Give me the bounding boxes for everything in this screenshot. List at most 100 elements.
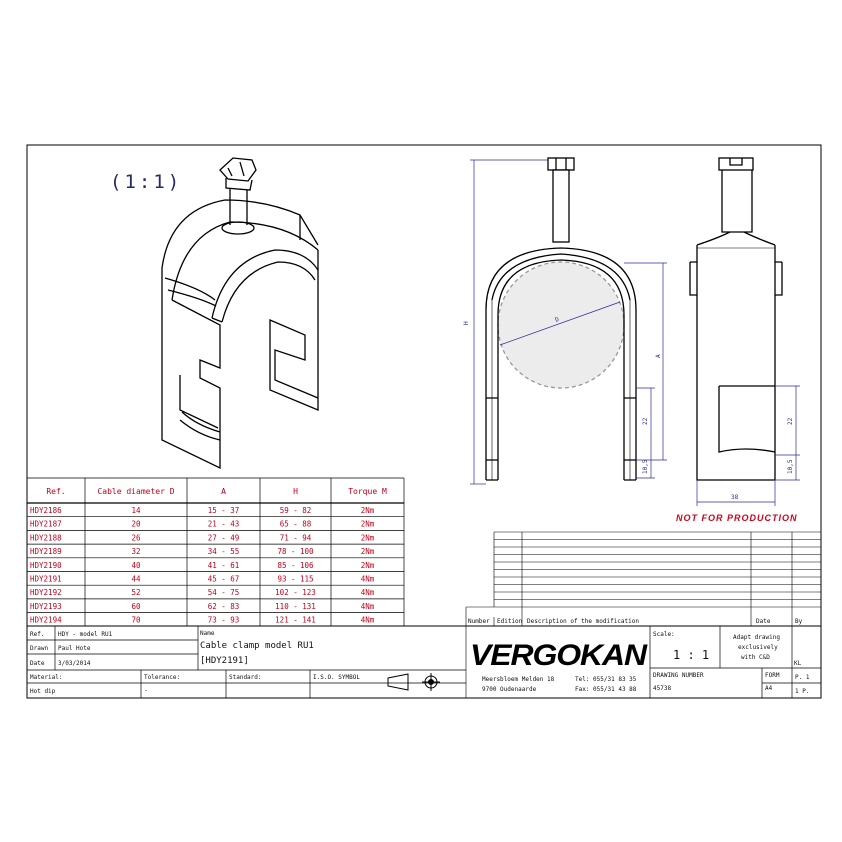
table-cell: HDY2193	[30, 602, 62, 611]
table-cell: 70	[131, 616, 141, 625]
address-line-2: 9700 Oudenaarde	[482, 686, 537, 693]
finish-value: Hot dip	[30, 688, 56, 695]
drawing-frame	[26, 144, 822, 699]
table-cell: HDY2187	[30, 520, 62, 529]
table-header-4: Torque M	[348, 487, 387, 496]
table-cell: 102 - 123	[275, 588, 316, 597]
table-header-2: A	[221, 487, 226, 496]
page-number: P. 1	[795, 674, 810, 681]
tolerance-label: Tolerance:	[144, 674, 180, 681]
table-cell: 2Nm	[361, 533, 375, 542]
isometric-view	[161, 157, 319, 470]
table-cell: 26	[131, 533, 141, 542]
table-cell: 73 - 93	[208, 616, 240, 625]
table-cell: HDY2194	[30, 616, 62, 625]
table-cell: HDY2191	[30, 575, 62, 584]
table-grid	[27, 477, 405, 626]
side-view	[689, 157, 783, 481]
table-cell: 2Nm	[361, 561, 375, 570]
phone-number: Tel: 055/31 83 35	[575, 676, 637, 683]
table-cell: 121 - 141	[275, 616, 316, 625]
rev-description-header: Description of the modification	[527, 618, 639, 625]
table-cell: 71 - 94	[280, 533, 312, 542]
side-dimensions	[696, 385, 800, 506]
ref-label: Ref.	[30, 631, 44, 638]
table-cell: 40	[131, 561, 141, 570]
table-cell: 2Nm	[361, 506, 375, 515]
revision-table	[465, 531, 821, 698]
table-cell: 2Nm	[361, 520, 375, 529]
dim-d-label: D	[554, 316, 560, 324]
table-cell: 93 - 115	[277, 575, 313, 584]
table-cell: 15 - 37	[208, 506, 240, 515]
table-cell: 34 - 55	[208, 547, 240, 556]
table-cell: 2Nm	[361, 547, 375, 556]
projection-symbol-icon	[387, 673, 440, 691]
date-label: Date	[30, 660, 45, 667]
dim-38-side: 38	[731, 494, 739, 501]
not-for-production-stamp: NOT FOR PRODUCTION	[676, 513, 798, 523]
date-value: 3/03/2014	[58, 660, 91, 667]
dim-22-front: 22	[642, 417, 649, 425]
rev-edition-header: Edition	[497, 618, 523, 625]
kl-label: KL	[794, 660, 802, 667]
rev-number-header: Number	[468, 618, 490, 625]
dimensions-table: Ref. Cable diameter D A H Torque M HDY2186 14…	[27, 477, 405, 626]
scale-label: Scale:	[653, 631, 675, 638]
table-cell: 27 - 49	[208, 533, 240, 542]
front-view	[485, 157, 637, 481]
table-cell: 62 - 83	[208, 602, 240, 611]
table-cell: 4Nm	[361, 602, 375, 611]
rev-by-header: By	[795, 618, 803, 625]
table-cell: 45 - 67	[208, 575, 240, 584]
table-header-0: Ref.	[46, 487, 65, 496]
ref-value: HDY - model RU1	[58, 631, 113, 638]
table-cell: 20	[131, 520, 141, 529]
form-label: FORM	[765, 672, 780, 679]
table-cell: 44	[131, 575, 141, 584]
table-cell: 21 - 43	[208, 520, 240, 529]
table-cell: 4Nm	[361, 588, 375, 597]
table-cell: 110 - 131	[275, 602, 316, 611]
rev-date-header: Date	[756, 618, 771, 625]
table-cell: HDY2190	[30, 561, 62, 570]
title-block	[27, 625, 821, 698]
table-cell: 78 - 100	[277, 547, 314, 556]
table-cell: 54 - 75	[208, 588, 240, 597]
table-cell: 32	[131, 547, 140, 556]
cable-circle	[497, 261, 625, 389]
table-cell: HDY2192	[30, 588, 62, 597]
drawing-number: 45738	[653, 685, 671, 692]
table-cell: 52	[131, 588, 140, 597]
table-cell: 59 - 82	[280, 506, 312, 515]
drawn-value: Paul Hote	[58, 645, 91, 652]
fax-number: Fax: 055/31 43 88	[575, 686, 637, 693]
front-dimensions	[470, 159, 667, 485]
table-cell: 85 - 106	[277, 561, 314, 570]
vergokan-logo: VERGOKAN	[470, 639, 648, 672]
page-total: 1 P.	[795, 688, 809, 695]
material-label: Material:	[30, 674, 63, 681]
table-cell: HDY2186	[30, 506, 62, 515]
table-cell: 65 - 88	[280, 520, 312, 529]
form-value: A4	[765, 685, 773, 692]
address-line-1: Meersbloem Melden 18	[482, 676, 555, 683]
table-header-1: Cable diameter D	[97, 487, 174, 496]
table-header-3: H	[293, 487, 298, 496]
dim-h-label: H	[463, 321, 470, 325]
table-cell: 4Nm	[361, 616, 375, 625]
adapt-note-3: with C&D	[741, 654, 770, 661]
part-name: Cable clamp model RU1	[200, 641, 314, 651]
table-cell: HDY2189	[30, 547, 62, 556]
table-cell: 14	[131, 506, 141, 515]
dim-105-side: 10,5	[787, 459, 794, 474]
name-label: Name	[200, 630, 215, 637]
table-cell: HDY2188	[30, 533, 62, 542]
drawn-label: Drawn	[30, 645, 48, 652]
standard-label: Standard:	[229, 674, 262, 681]
dim-a-label: A	[655, 354, 662, 358]
scale-value: 1 : 1	[673, 648, 709, 662]
tolerance-value: -	[144, 687, 148, 694]
part-reference: [HDY2191]	[200, 656, 249, 666]
